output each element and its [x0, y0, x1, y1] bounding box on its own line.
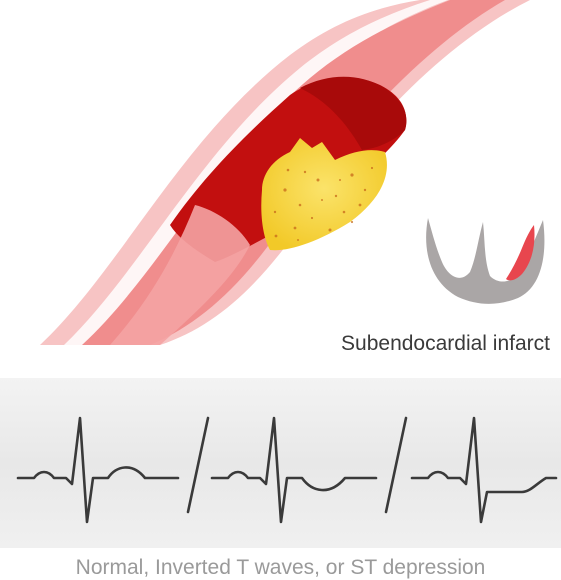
heart-cross-section-icon: [426, 218, 544, 304]
ecg-caption: Normal, Inverted T waves, or ST depressi…: [0, 556, 561, 580]
infarct-label: Subendocardial infarct: [300, 332, 550, 356]
